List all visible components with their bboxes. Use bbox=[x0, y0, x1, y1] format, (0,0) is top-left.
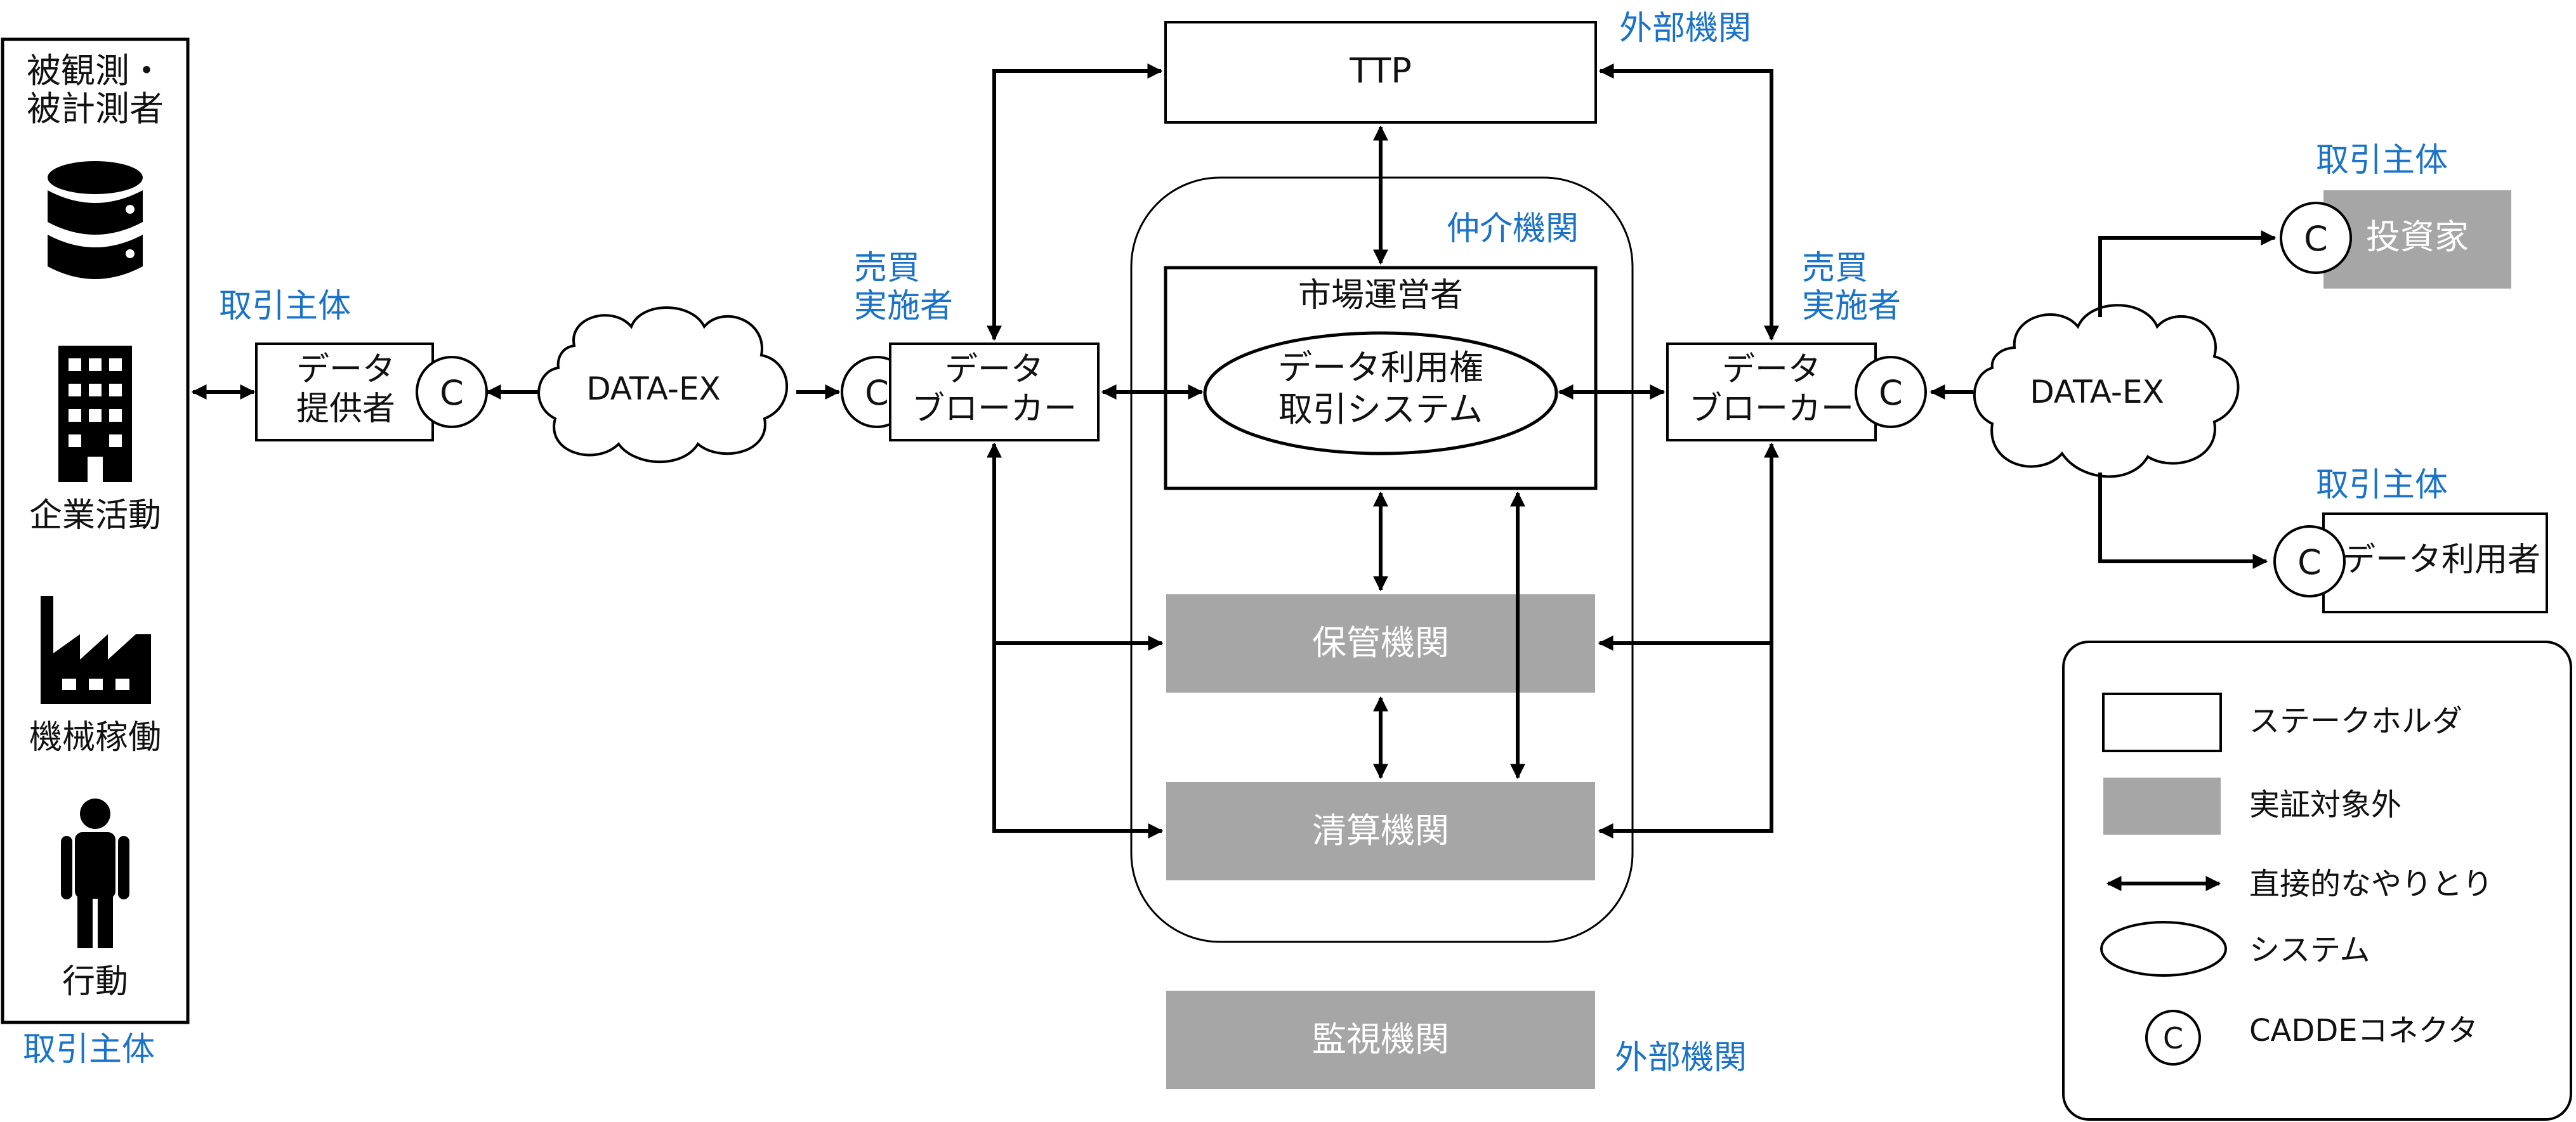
broker-left-box bbox=[889, 342, 1100, 441]
database-icon bbox=[48, 161, 143, 279]
user-connector-icon bbox=[2273, 525, 2346, 597]
legend-connector-label: CADDEコネクタ bbox=[2249, 1013, 2478, 1048]
investor-label: 投資家 bbox=[2366, 217, 2469, 257]
trading-system-line1: データ利用権 bbox=[1278, 348, 1483, 388]
broker-right-connector-mark: C bbox=[1879, 373, 1903, 413]
broker-left-label-line2: ブローカー bbox=[912, 390, 1077, 428]
custody-label: 保管機関 bbox=[1312, 623, 1449, 663]
factory-icon bbox=[41, 596, 151, 704]
market-operator-label: 市場運営者 bbox=[1298, 277, 1463, 315]
legend-connector-mark: C bbox=[2163, 1021, 2183, 1055]
ttp-label: TTP bbox=[1349, 51, 1412, 91]
intermediary-group-label: 仲介機関 bbox=[1447, 210, 1579, 248]
center-arrows bbox=[987, 63, 1779, 838]
investor-role-label: 取引主体 bbox=[2316, 141, 2448, 179]
supervision-label: 監視機関 bbox=[1312, 1019, 1449, 1059]
provider-box bbox=[255, 342, 434, 441]
trading-system-line2: 取引システム bbox=[1278, 389, 1483, 429]
legend-connector-icon bbox=[2145, 1010, 2201, 1066]
user-box bbox=[2322, 512, 2548, 613]
broker-left-label-line1: データ bbox=[945, 351, 1044, 389]
user-role-label: 取引主体 bbox=[2316, 466, 2448, 504]
ttp-box bbox=[1164, 21, 1597, 124]
arrow-brokerleft-ttp bbox=[987, 63, 1163, 341]
clearing-label: 清算機関 bbox=[1312, 811, 1449, 851]
provider-label-line1: データ bbox=[296, 351, 395, 389]
legend-stakeholder-label: ステークホルダ bbox=[2249, 703, 2462, 739]
legend-frame bbox=[2062, 641, 2572, 1121]
broker-left-role-line2: 実施者 bbox=[854, 287, 953, 325]
legend-outofscope-swatch bbox=[2103, 778, 2221, 835]
subject-item-business: 企業活動 bbox=[29, 497, 161, 535]
arrow-dataex-user bbox=[2098, 473, 2268, 569]
person-icon bbox=[61, 799, 129, 948]
trading-system-ellipse bbox=[1203, 331, 1558, 455]
broker-right-label-line2: ブローカー bbox=[1689, 390, 1854, 428]
arrow-dataex-investor bbox=[2098, 230, 2277, 317]
legend-stakeholder-swatch bbox=[2102, 693, 2222, 752]
building-icon bbox=[58, 346, 132, 482]
broker-right-label-line1: データ bbox=[1722, 351, 1821, 389]
legend-direct-label: 直接的なやりとり bbox=[2249, 866, 2493, 902]
subjects-title-line1: 被観測・ bbox=[27, 51, 164, 91]
broker-left-connector-mark: C bbox=[865, 373, 889, 413]
broker-right-role-line1: 売買 bbox=[1802, 249, 1868, 287]
subjects-panel: 被観測・ 被計測者 企業活動 bbox=[1, 37, 190, 1024]
supervision-role-label: 外部機関 bbox=[1615, 1039, 1747, 1077]
subject-item-behavior: 行動 bbox=[62, 963, 128, 1001]
legend: ステークホルダ 実証対象外 直接的なやりとり システム C CADDEコネクタ bbox=[2062, 641, 2572, 1121]
dataex-right-label: DATA-EX bbox=[2030, 374, 2164, 410]
ttp-role-label: 外部機関 bbox=[1619, 10, 1751, 48]
investor-box bbox=[2323, 190, 2511, 289]
subjects-role-label: 取引主体 bbox=[23, 1031, 155, 1069]
broker-right-role-line2: 実施者 bbox=[1802, 287, 1901, 325]
dataex-cloud-right bbox=[1973, 304, 2240, 478]
user-label: データ利用者 bbox=[2343, 541, 2540, 579]
legend-system-ellipse bbox=[2100, 921, 2227, 977]
provider-label-line2: 提供者 bbox=[296, 390, 395, 428]
broker-right-connector-icon bbox=[1855, 356, 1927, 428]
subjects-title-line2: 被計測者 bbox=[27, 89, 164, 129]
legend-system-label: システム bbox=[2249, 932, 2370, 968]
subjects-panel-frame bbox=[1, 37, 190, 1024]
dataex-cloud-left bbox=[537, 306, 788, 464]
broker-left-role-line1: 売買 bbox=[854, 249, 920, 287]
dataex-left-label: DATA-EX bbox=[586, 370, 721, 407]
provider-role-label: 取引主体 bbox=[219, 287, 351, 325]
supervision-box bbox=[1166, 991, 1595, 1089]
legend-outofscope-label: 実証対象外 bbox=[2249, 787, 2402, 823]
user-connector-mark: C bbox=[2297, 542, 2322, 582]
provider-connector-mark: C bbox=[440, 373, 464, 413]
subject-item-machine: 機械稼働 bbox=[29, 719, 161, 757]
arrow-ttp-brokerright bbox=[1598, 63, 1779, 341]
investor-connector-icon bbox=[2280, 202, 2352, 274]
clearing-box bbox=[1166, 782, 1595, 880]
investor-connector-mark: C bbox=[2304, 219, 2328, 259]
